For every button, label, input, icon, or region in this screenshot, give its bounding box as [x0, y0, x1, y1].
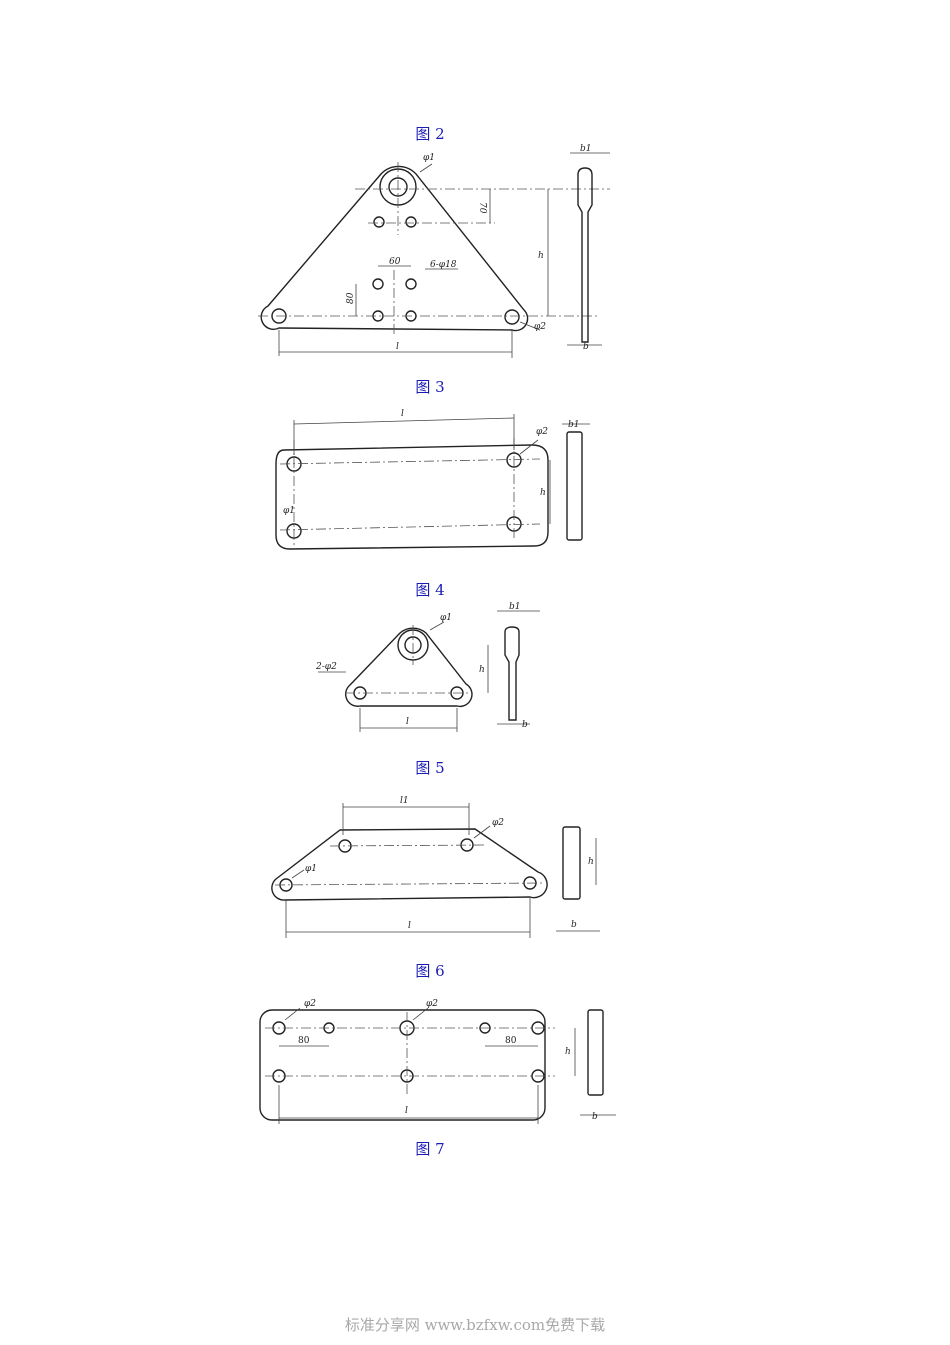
label-h: h	[540, 488, 546, 498]
drawing-fig5: l1 φ2 φ1 h l b	[271, 796, 600, 938]
label-80-left: 80	[298, 1036, 310, 1046]
label-phi1: φ1	[440, 613, 452, 623]
label-l1: l1	[400, 796, 409, 806]
label-h: h	[588, 857, 594, 867]
label-60: 60	[389, 257, 401, 267]
label-2-phi2: 2-φ2	[315, 662, 337, 672]
label-h: h	[565, 1047, 571, 1057]
drawing-fig2: φ1 70 h b1 60 6-φ18 80 φ2 l b	[258, 144, 610, 358]
label-b: b	[583, 342, 589, 352]
label-b1: b1	[509, 602, 521, 612]
label-b: b	[522, 720, 528, 730]
label-phi2-left: φ2	[304, 999, 316, 1009]
label-l: l	[401, 409, 404, 419]
label-b1: b1	[568, 420, 580, 430]
label-h: h	[538, 251, 544, 261]
figure-caption-2: 图 2	[415, 125, 445, 143]
label-phi2: φ2	[492, 818, 504, 828]
label-h: h	[479, 665, 485, 675]
label-b1: b1	[580, 144, 592, 154]
label-70: 70	[477, 202, 487, 214]
label-phi1: φ1	[305, 864, 317, 874]
drawing-fig4: φ1 2-φ2 h b1 l b	[315, 602, 540, 732]
label-80-right: 80	[505, 1036, 517, 1046]
label-l: l	[408, 921, 411, 931]
label-b: b	[592, 1112, 598, 1122]
label-l: l	[406, 717, 409, 727]
label-6-phi18: 6-φ18	[430, 260, 457, 270]
drawing-fig3: l φ2 b1 h φ1	[275, 409, 590, 550]
label-b: b	[571, 920, 577, 930]
label-l: l	[396, 342, 399, 352]
figure-caption-4: 图 4	[415, 581, 445, 599]
label-phi2: φ2	[536, 427, 548, 437]
label-phi2-center: φ2	[426, 999, 438, 1009]
figure-caption-6: 图 6	[415, 962, 445, 980]
label-phi2: φ2	[534, 322, 546, 332]
figure-caption-7: 图 7	[415, 1140, 445, 1158]
drawing-fig6: φ2 φ2 80 80 h l b	[259, 999, 616, 1124]
figure-caption-3: 图 3	[415, 378, 445, 396]
label-phi1: φ1	[283, 506, 295, 516]
label-l: l	[405, 1106, 408, 1116]
label-80: 80	[346, 292, 356, 304]
footer-watermark: 标准分享网 www.bzfxw.com免费下载	[344, 1316, 606, 1334]
figure-caption-5: 图 5	[415, 759, 445, 777]
label-phi1: φ1	[423, 153, 435, 163]
